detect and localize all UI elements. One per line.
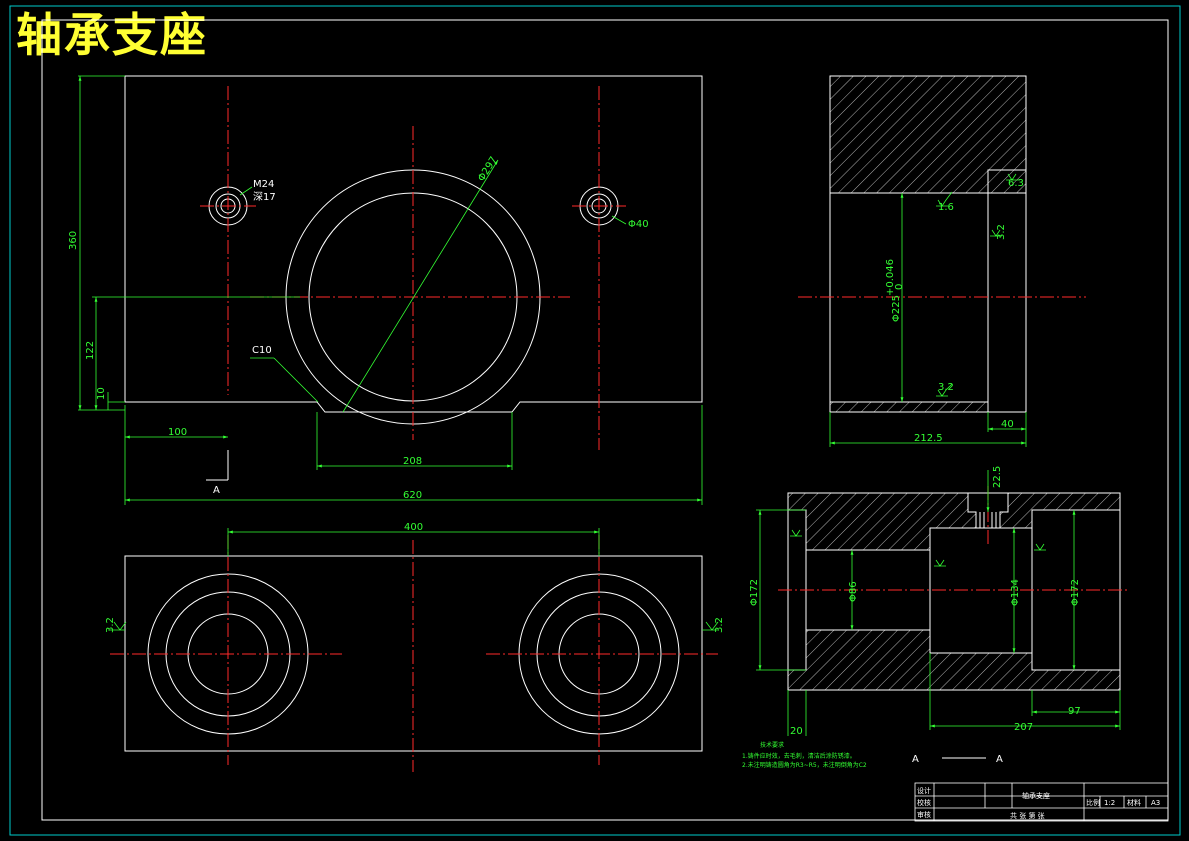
top-centerlines [110, 535, 718, 772]
section-hatch-top [787, 492, 1121, 551]
tb-sheet-info: 共 张 第 张 [1010, 811, 1045, 820]
dim-side-flange: 40 [1001, 419, 1014, 430]
dim-inner-diameter: Φ86 [848, 581, 859, 602]
front-centerlines [200, 86, 626, 450]
tb-review-label: 审核 [917, 810, 931, 819]
outer-frame [9, 5, 1181, 836]
tb-scale-value: 1:2 [1104, 799, 1115, 807]
side-roughness-2: 3.2 [996, 224, 1007, 240]
front-dimensions [78, 75, 703, 505]
roughness-left: 3.2 [105, 617, 116, 633]
dim-height-center: 122 [85, 341, 96, 360]
section-label-right: A [996, 754, 1003, 765]
tb-design-label: 设计 [917, 786, 931, 795]
section-title: A A [912, 754, 1003, 765]
chamfer-callout: C10 [252, 345, 272, 356]
side-roughness-4: 6.3 [1008, 178, 1024, 189]
tb-material-label: 材料 [1127, 798, 1141, 807]
dim-side-length: 212.5 [914, 433, 943, 444]
side-bore-tolerance-lower: 0 [894, 284, 905, 290]
section-top-hole [979, 512, 997, 528]
roughness-right: 3.2 [714, 617, 725, 633]
top-dimensions [110, 528, 719, 631]
tech-req-line2: 2.未注明铸造圆角为R3~R5，未注明倒角为C2 [742, 761, 867, 769]
side-bore-diameter: Φ225 [891, 295, 902, 322]
dim-slot-width: 208 [403, 456, 422, 467]
side-hatch-bottom [829, 401, 989, 413]
section-marker-label: A [213, 485, 220, 496]
tb-check-label: 校核 [917, 798, 931, 807]
section-marker-a [206, 450, 229, 481]
side-view [829, 75, 1027, 413]
dim-hole-spacing: 400 [404, 522, 423, 533]
dim-top-hole: 22.5 [992, 466, 1003, 488]
dim-base-height: 10 [96, 387, 107, 400]
side-dimensions [829, 173, 1027, 447]
dim-height-total: 360 [68, 231, 79, 250]
section-label-left: A [912, 754, 919, 765]
tb-scale-label: 比例 [1086, 798, 1100, 807]
hole-depth-callout: 深17 [253, 191, 276, 203]
tb-material-value: A3 [1151, 799, 1160, 807]
hole-thread-callout: M24 [253, 179, 274, 190]
title-block [914, 782, 1169, 822]
dim-center-diameter: Φ134 [1010, 579, 1021, 606]
side-hatch-top [829, 75, 1027, 194]
side-bore-tolerance-upper: +0.046 [885, 259, 896, 296]
side-roughness-1: 1.6 [938, 202, 954, 213]
side-roughness-3: 3.2 [938, 382, 954, 393]
tech-req-heading: 技术要求 [760, 741, 784, 749]
dim-left-offset: 100 [168, 427, 187, 438]
section-view [787, 492, 1121, 691]
dim-left-width: 20 [790, 726, 803, 737]
dim-section-total: 207 [1014, 722, 1033, 733]
tech-req-line1: 1.铸件应时效，去毛刺，清洁后涂防锈漆。 [742, 752, 856, 760]
dim-bore-diameter: Φ297 [476, 155, 500, 184]
section-dimensions [756, 470, 1121, 736]
inner-frame [41, 19, 1169, 821]
dim-right-width: 97 [1068, 706, 1081, 717]
dim-left-diameter: Φ172 [749, 579, 760, 606]
dim-total-width: 620 [403, 490, 422, 501]
section-hatch-bottom [787, 629, 1121, 691]
dim-right-diameter: Φ172 [1070, 579, 1081, 606]
tb-part-name: 轴承支座 [1022, 791, 1050, 800]
hole-diameter-callout: Φ40 [628, 219, 649, 230]
